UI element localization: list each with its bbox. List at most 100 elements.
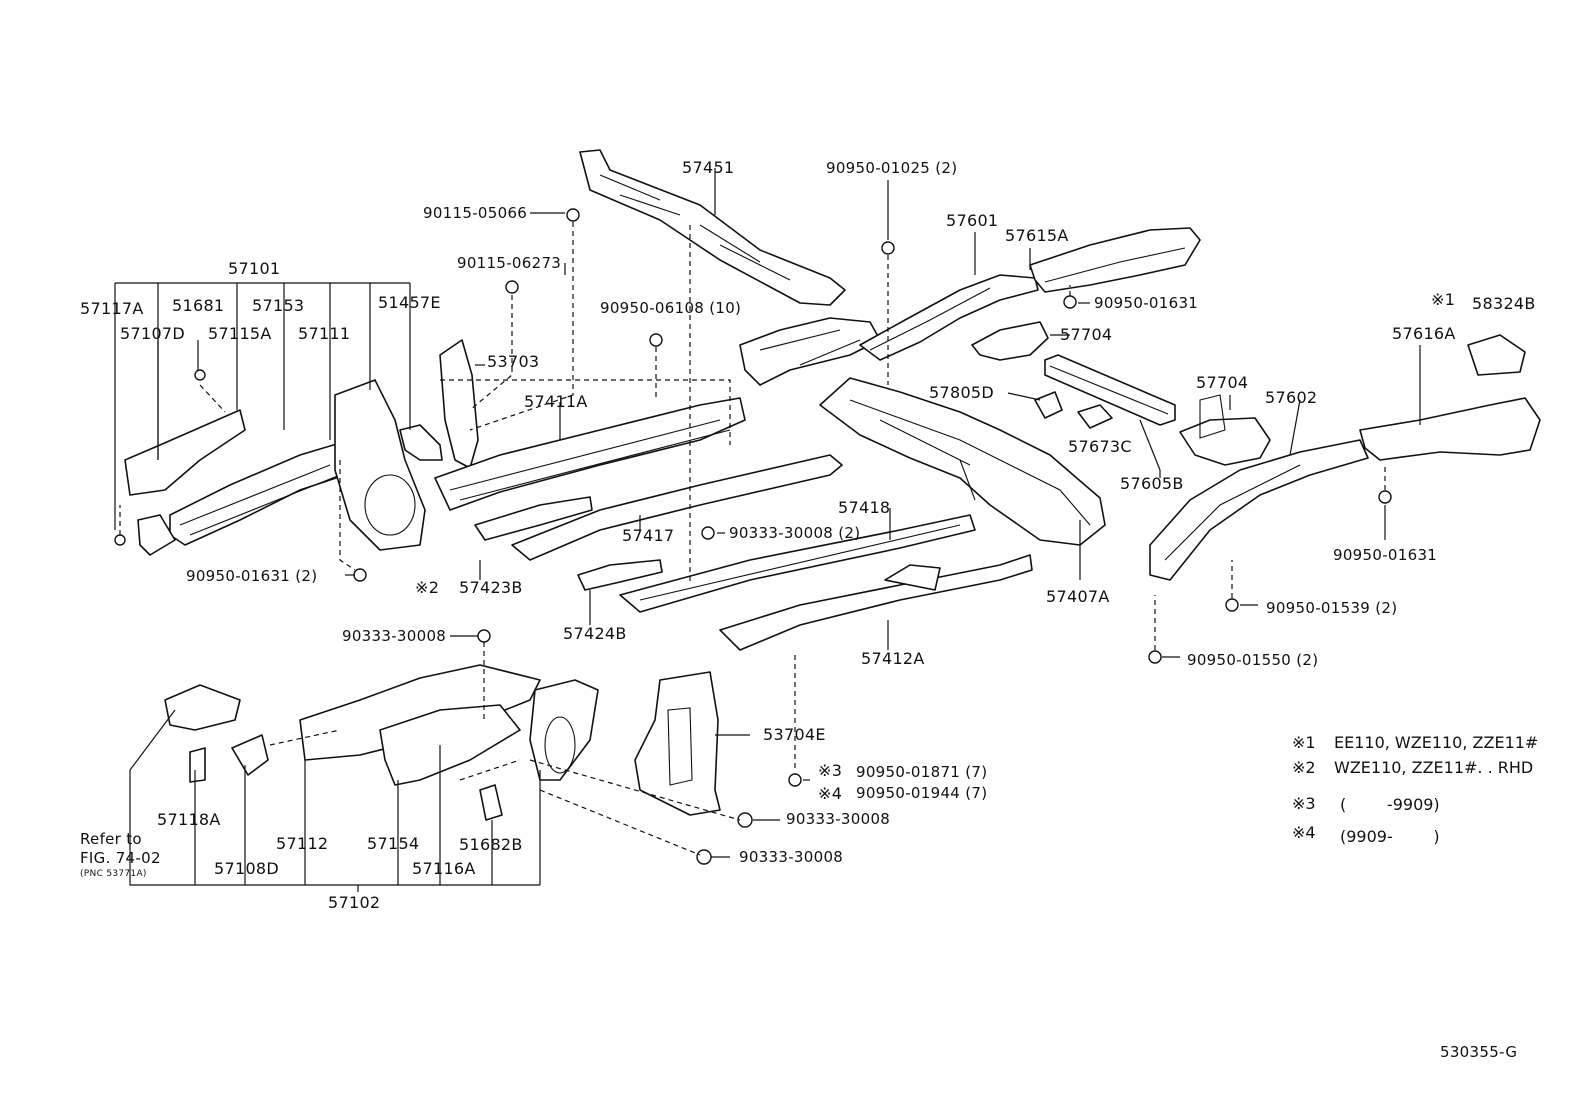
label-57601: 57601 (946, 211, 999, 230)
rocker-57412A-part (719, 554, 1033, 651)
label-51681: 51681 (172, 296, 225, 315)
refer-line3: (PNC 53771A) (80, 869, 147, 879)
label-57704-a: 57704 (1060, 325, 1113, 344)
mark-4: ※4 (818, 784, 843, 803)
reinforcement-57423B-part (474, 454, 843, 561)
label-57602: 57602 (1265, 388, 1318, 407)
clip-90950-01025 (881, 241, 895, 255)
pillar-53704E-part (634, 671, 721, 816)
label-90950-01539: 90950-01539 (2) (1266, 599, 1398, 617)
label-90950-01025: 90950-01025 (2) (826, 159, 958, 177)
label-57102: 57102 (328, 893, 381, 912)
label-57673C: 57673C (1068, 437, 1132, 456)
note-1-text: EE110, WZE110, ZZE11# (1334, 733, 1539, 752)
clip-90950-01631-2 (353, 568, 367, 582)
pillar-53703-part (439, 339, 479, 469)
label-90333-30008-c: 90333-30008 (739, 848, 844, 866)
leader-lines (114, 168, 1421, 892)
label-57424B: 57424B (563, 624, 627, 643)
label-90950-01631-b: 90950-01631 (1333, 546, 1438, 564)
note-4-text: (9909- ) (1340, 827, 1440, 846)
bolt-90115-05066 (566, 208, 580, 222)
label-90115-05066: 90115-05066 (423, 204, 528, 222)
label-58324B: 58324B (1472, 294, 1536, 313)
label-57704-b: 57704 (1196, 373, 1249, 392)
label-53703: 53703 (487, 352, 540, 371)
label-57605B: 57605B (1120, 474, 1184, 493)
clip-90950-01631-b (1378, 490, 1392, 504)
label-90333-30008-a: 90333-30008 (342, 627, 447, 645)
note-4-mark: ※4 (1292, 823, 1316, 842)
sill-57418-part (577, 514, 976, 613)
label-57115A: 57115A (208, 324, 272, 343)
refer-line2: FIG. 74-02 (80, 849, 161, 867)
label-57112: 57112 (276, 834, 329, 853)
side-member-57601-part (859, 227, 1201, 361)
clip-51681 (194, 369, 206, 381)
side-member-57602-part (1149, 334, 1541, 581)
plug-90333-30008-2 (701, 526, 715, 540)
mark-1: ※1 (1431, 290, 1456, 309)
label-57101: 57101 (228, 259, 281, 278)
label-90950-01631-2: 90950-01631 (2) (186, 567, 318, 585)
label-51682B: 51682B (459, 835, 523, 854)
label-57116A: 57116A (412, 859, 476, 878)
crossmember-57451-part (579, 149, 881, 386)
label-57418: 57418 (838, 498, 891, 517)
label-90115-06273: 90115-06273 (457, 254, 562, 272)
bracket-57704-part (971, 321, 1271, 466)
label-90950-06108: 90950-06108 (10) (600, 299, 742, 317)
clip-90950-01631-a (1063, 295, 1077, 309)
label-90950-01871: 90950-01871 (7) (856, 763, 988, 781)
clip-57117A (114, 534, 126, 546)
plug-90333-30008-b (737, 812, 753, 828)
label-90950-01550: 90950-01550 (2) (1187, 651, 1319, 669)
note-1-mark: ※1 (1292, 733, 1316, 752)
note-2-mark: ※2 (1292, 758, 1316, 777)
label-57451: 57451 (682, 158, 735, 177)
label-57154: 57154 (367, 834, 420, 853)
diagram-code: 530355-G (1440, 1043, 1518, 1061)
bolt-90115-06273 (505, 280, 519, 294)
label-90333-30008-2: 90333-30008 (2) (729, 524, 861, 542)
refer-line1: Refer to (80, 830, 142, 848)
plug-90333-30008-a (477, 629, 491, 643)
label-53704E: 53704E (763, 725, 826, 744)
note-3-text: ( -9909) (1340, 795, 1440, 814)
label-57412A: 57412A (861, 649, 925, 668)
rocker-57411A-part (434, 397, 746, 511)
front-apron-57102-part (164, 664, 599, 821)
label-57111: 57111 (298, 324, 351, 343)
plug-90333-30008-c (696, 849, 712, 865)
clip-90950-06108 (649, 333, 663, 347)
mark-2: ※2 (415, 578, 440, 597)
label-57616A: 57616A (1392, 324, 1456, 343)
label-57615A: 57615A (1005, 226, 1069, 245)
note-3-mark: ※3 (1292, 794, 1316, 813)
label-57107D: 57107D (120, 324, 186, 343)
label-57417: 57417 (622, 526, 675, 545)
label-57423B: 57423B (459, 578, 523, 597)
label-51457E: 51457E (378, 293, 441, 312)
rail-57605B-part (1044, 354, 1176, 426)
note-2-text: WZE110, ZZE11#. . RHD (1334, 758, 1534, 777)
label-57118A: 57118A (157, 810, 221, 829)
label-57407A: 57407A (1046, 587, 1110, 606)
label-57117A: 57117A (80, 299, 144, 318)
dashed-connections (119, 222, 1386, 856)
label-57108D: 57108D (214, 859, 280, 878)
label-57411A: 57411A (524, 392, 588, 411)
mark-3: ※3 (818, 761, 843, 780)
clip-90950-01539 (1225, 598, 1239, 612)
label-90950-01631-a: 90950-01631 (1094, 294, 1199, 312)
label-90950-01944: 90950-01944 (7) (856, 784, 988, 802)
label-57153: 57153 (252, 296, 305, 315)
label-57805D: 57805D (929, 383, 995, 402)
clip-90950-01550 (1148, 650, 1162, 664)
label-90333-30008-b: 90333-30008 (786, 810, 891, 828)
small-brackets-part (1034, 391, 1113, 429)
floor-pan-57407A-part (819, 377, 1106, 546)
clip-90950-01871 (788, 773, 802, 787)
